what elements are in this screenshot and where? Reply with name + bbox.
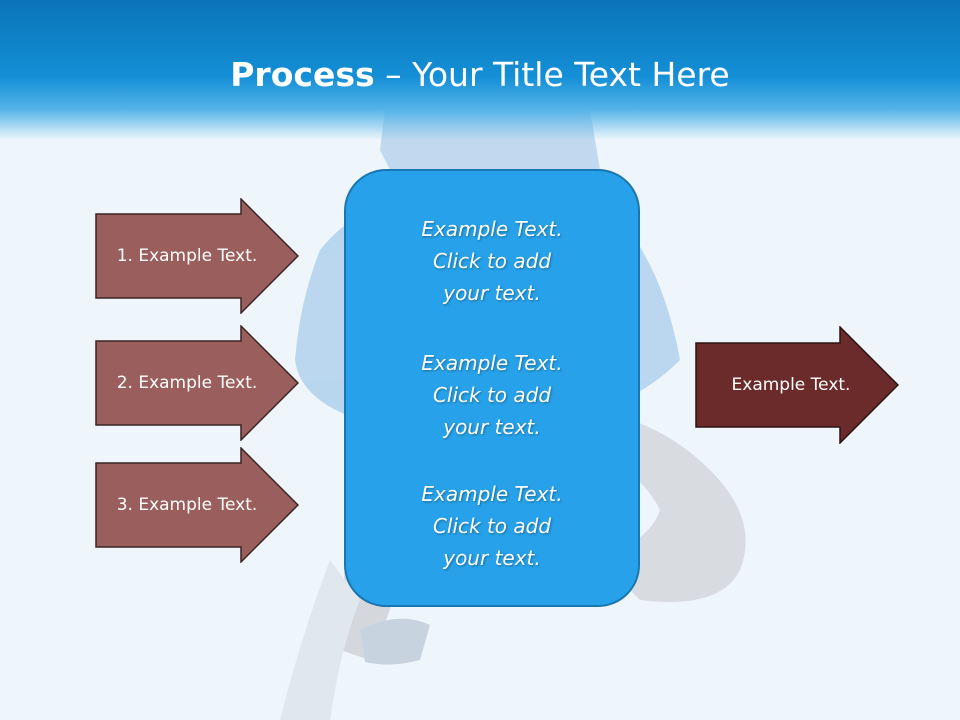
center-text-3-line-3: your text.	[443, 546, 541, 570]
center-text-3-line-1: Example Text.	[421, 482, 563, 506]
input-arrow-3: 3. Example Text.	[95, 447, 299, 563]
center-text-2-line-2: Click to add	[432, 383, 552, 407]
slide-title: Process – Your Title Text Here	[0, 54, 960, 96]
arrow-shape	[95, 198, 299, 314]
input-arrow-1-label: 1. Example Text.	[116, 246, 258, 266]
center-text-block-2: Example Text. Click to add your text.	[346, 347, 638, 443]
input-arrow-3-label: 3. Example Text.	[116, 495, 258, 515]
center-text-2-line-1: Example Text.	[421, 351, 563, 375]
center-text-2-line-3: your text.	[443, 415, 541, 439]
input-arrow-1: 1. Example Text.	[95, 198, 299, 314]
title-rest: Your Title Text Here	[412, 55, 730, 94]
arrow-shape	[95, 325, 299, 441]
center-text-1-line-3: your text.	[443, 281, 541, 305]
arrow-shape	[695, 326, 899, 444]
output-arrow-label: Example Text.	[731, 375, 851, 395]
title-bold: Process	[230, 55, 375, 94]
center-text-1-line-2: Click to add	[432, 249, 552, 273]
input-arrow-2-label: 2. Example Text.	[116, 373, 258, 393]
title-band	[0, 0, 960, 140]
center-process-box: Example Text. Click to add your text. Ex…	[344, 169, 640, 607]
center-text-1-line-1: Example Text.	[421, 217, 563, 241]
title-dash: –	[374, 55, 413, 94]
center-text-3-line-2: Click to add	[432, 514, 552, 538]
input-arrow-2: 2. Example Text.	[95, 325, 299, 441]
arrow-shape	[95, 447, 299, 563]
center-text-block-3: Example Text. Click to add your text.	[346, 478, 638, 574]
output-arrow: Example Text.	[695, 326, 899, 444]
center-text-block-1: Example Text. Click to add your text.	[346, 213, 638, 309]
